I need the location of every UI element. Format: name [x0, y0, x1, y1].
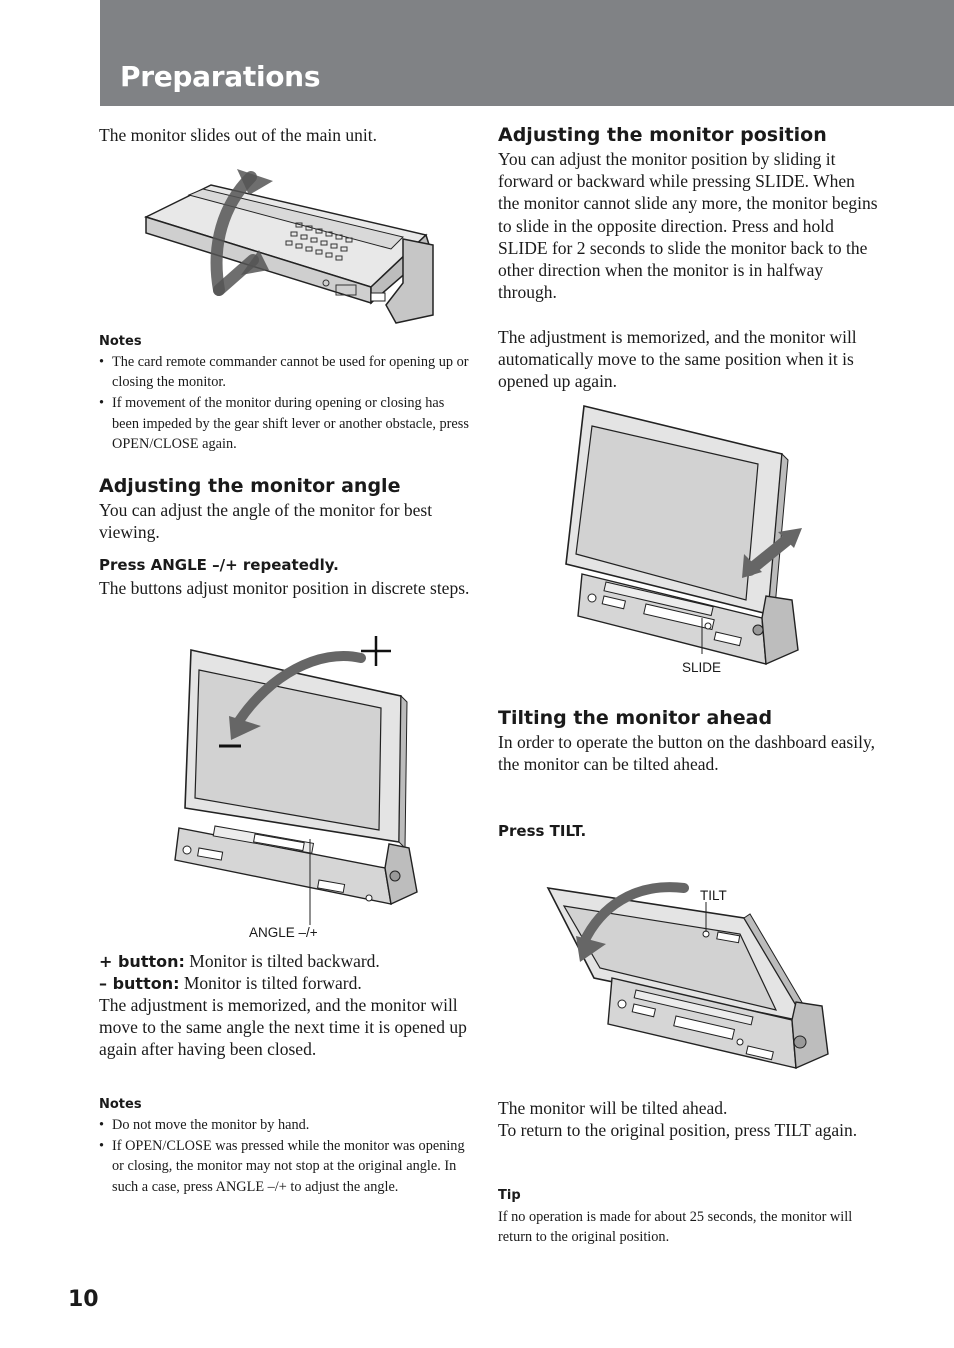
tilt-text: In order to operate the button on the da…: [498, 732, 875, 775]
notes-label: Notes: [99, 1097, 142, 1112]
angle-instruction: Press ANGLE –/+ repeatedly.: [99, 556, 339, 574]
notes-list: The card remote commander cannot be used…: [99, 352, 471, 454]
note-item: The card remote commander cannot be used…: [99, 352, 471, 392]
position-memo: The adjustment is memorized, and the mon…: [498, 327, 857, 392]
angle-illustration: [174, 636, 418, 925]
position-heading: Adjusting the monitor position: [498, 124, 827, 146]
note-item: If OPEN/CLOSE was pressed while the moni…: [99, 1136, 471, 1197]
slide-illustration: [565, 405, 802, 666]
angle-text: You can adjust the angle of the monitor …: [99, 500, 433, 543]
notes-label: Notes: [99, 334, 142, 349]
angle-instruction-text: The buttons adjust monitor position in d…: [99, 578, 470, 598]
page-number: 10: [68, 1287, 99, 1312]
minus-button-label: – button:: [99, 974, 180, 993]
plus-button-line: + button: Monitor is tilted backward.: [99, 950, 471, 973]
tip-text: If no operation is made for about 25 sec…: [498, 1209, 853, 1246]
note-item: If movement of the monitor during openin…: [99, 393, 471, 454]
tilt-callout: TILT: [700, 888, 727, 903]
page-title: Preparations: [120, 60, 321, 93]
plus-button-text: Monitor is tilted backward.: [184, 951, 380, 971]
minus-button-line: – button: Monitor is tilted forward.: [99, 972, 471, 995]
minus-button-text: Monitor is tilted forward.: [179, 973, 362, 993]
notes-list: Do not move the monitor by hand. If OPEN…: [99, 1115, 471, 1197]
main-unit-illustration: [143, 169, 434, 324]
tilt-return-text: To return to the original position, pres…: [498, 1120, 858, 1140]
intro-text: The monitor slides out of the main unit.: [99, 125, 378, 145]
note-item: Do not move the monitor by hand.: [99, 1115, 471, 1135]
slide-callout: SLIDE: [682, 660, 722, 675]
plus-button-label: + button:: [99, 952, 185, 971]
position-text: You can adjust the monitor position by s…: [498, 149, 878, 303]
tilt-result: The monitor will be tilted ahead.: [498, 1098, 728, 1118]
angle-heading: Adjusting the monitor angle: [99, 475, 401, 497]
angle-callout: ANGLE –/+: [249, 925, 318, 940]
tilt-illustration: [546, 882, 829, 1070]
angle-memo: The adjustment is memorized, and the mon…: [99, 995, 467, 1060]
tip-label: Tip: [498, 1188, 521, 1203]
header-band: Preparations: [100, 0, 954, 106]
tilt-heading: Tilting the monitor ahead: [498, 707, 773, 729]
tilt-instruction: Press TILT.: [498, 822, 587, 840]
